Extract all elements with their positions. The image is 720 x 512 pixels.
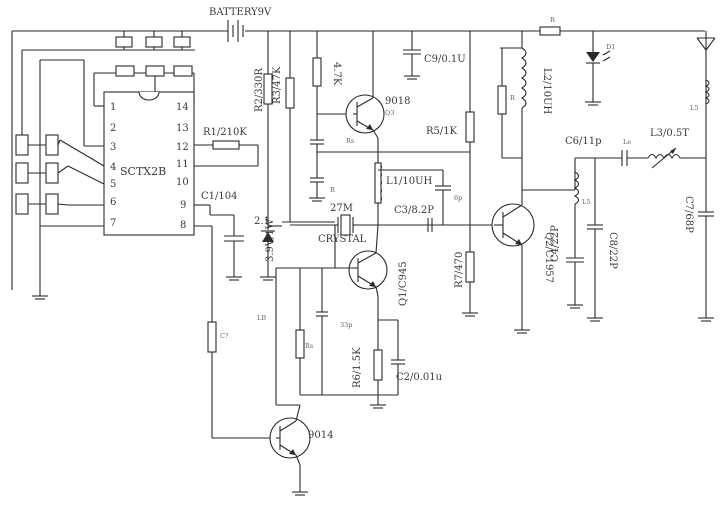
small-mark: L5 xyxy=(582,198,590,206)
feedback-capacitor xyxy=(378,169,451,225)
ic-pin-label: 13 xyxy=(176,123,189,134)
r1-resistor xyxy=(194,140,259,167)
c8-label: C8/22P xyxy=(607,232,618,269)
r1-label: R1/210K xyxy=(203,127,247,138)
ic-pin-label: 7 xyxy=(110,218,116,229)
l2-label: L2/10UH xyxy=(541,68,552,115)
q2-transistor xyxy=(470,189,575,334)
q3-bias-capacitor xyxy=(309,114,470,202)
ic-pin-label: 8 xyxy=(180,220,186,231)
small-mark: 6p xyxy=(454,194,462,202)
q4-transistor xyxy=(207,321,311,496)
dip-switch-bank xyxy=(15,134,69,215)
r2-resistor xyxy=(263,31,282,227)
q3-transistor xyxy=(345,31,385,152)
q3-label: Q3 xyxy=(385,109,394,117)
battery-symbol xyxy=(227,20,244,42)
q2-label: Q2/C1957 xyxy=(543,232,554,283)
d1-led xyxy=(539,26,611,106)
ic-pin-label: 12 xyxy=(176,142,189,153)
ic-pin-label: 3 xyxy=(110,142,116,153)
q3-type-label: 9018 xyxy=(385,96,410,107)
small-mark: R xyxy=(550,16,556,24)
r5-resistor xyxy=(465,31,475,152)
l1-inductor xyxy=(374,152,383,225)
c3-label: C3/8.2P xyxy=(394,205,434,216)
c3-capacitor xyxy=(427,218,433,232)
r7-resistor xyxy=(462,152,478,317)
c1-label: C1/104 xyxy=(201,191,237,202)
q1-transistor xyxy=(334,224,388,320)
r5-label: R5/1K xyxy=(426,126,458,137)
c2-label: C2/0.01u xyxy=(396,372,443,383)
r4-label: 4.7K xyxy=(331,62,342,86)
top-power-rail xyxy=(11,30,705,290)
ic-chip xyxy=(103,91,195,236)
battery-label: BATTERY9V xyxy=(209,7,272,18)
ic-pin-label: 9 xyxy=(180,200,186,211)
crystal-symbol xyxy=(334,214,358,236)
crystal-label: CRYSTAL xyxy=(318,234,367,245)
small-mark: Rs xyxy=(346,137,354,145)
zener-diode xyxy=(260,226,276,281)
ic-pin-label: 1 xyxy=(110,102,116,113)
l1-label: L1/10UH xyxy=(386,176,433,187)
c7-label: C7/68P xyxy=(683,196,694,233)
l5-label: L5 xyxy=(690,104,698,112)
ic-right-pin-labels: 14 13 12 11 10 9 8 xyxy=(176,102,189,231)
c4-label: C4/22P xyxy=(550,225,561,262)
c6-label: C6/11p xyxy=(565,136,602,147)
ic-left-wiring xyxy=(32,59,105,300)
r6-resistor xyxy=(373,349,383,395)
ic-pin-label: 2 xyxy=(110,123,116,134)
ic-pin-label: 5 xyxy=(110,179,116,190)
small-mark: R xyxy=(330,186,336,194)
r6-label: R6/1.5K xyxy=(352,347,363,388)
ic-pin-label: 14 xyxy=(176,102,189,113)
ic-pin-label: 11 xyxy=(176,159,189,170)
antenna-icon xyxy=(696,31,716,105)
crystal-freq-label: 27M xyxy=(330,203,353,214)
ic-left-pin-labels: 1 2 3 4 5 6 7 xyxy=(110,102,116,229)
small-mark: LB xyxy=(257,314,266,322)
c9-label: C9/0.1U xyxy=(424,54,466,65)
top-switch-array xyxy=(21,31,195,140)
zener-type-label: 3.9V/1W xyxy=(265,218,276,262)
q1-label: Q1/C945 xyxy=(398,261,409,306)
ic-pin-label: 4 xyxy=(110,162,116,173)
small-mark: 33p xyxy=(340,321,352,329)
r2-label: R2/330R xyxy=(254,68,265,112)
d1-label: D1 xyxy=(606,43,615,51)
small-mark: R xyxy=(510,94,516,102)
small-mark: Le xyxy=(623,138,631,146)
ic-name: SCTX2B xyxy=(120,165,166,178)
l3-label: L3/0.5T xyxy=(650,128,689,139)
c1-capacitor xyxy=(224,215,244,281)
ic-right-wiring xyxy=(194,204,234,322)
l2-inductor xyxy=(497,31,527,190)
c9-capacitor xyxy=(403,31,421,80)
q4-label: 9014 xyxy=(308,430,333,441)
zener-label: 2.1 xyxy=(254,216,270,227)
r3-label: R3/47K xyxy=(272,66,283,104)
small-mark: Rs xyxy=(305,342,313,350)
ic-pin-label: 6 xyxy=(110,197,116,208)
q1-emitter-network xyxy=(275,267,405,409)
small-mark: C? xyxy=(220,332,229,340)
output-network xyxy=(566,80,714,322)
r7-label: R7/470 xyxy=(454,252,465,288)
r3-resistor xyxy=(282,31,335,223)
ic-pin-label: 10 xyxy=(176,177,189,188)
